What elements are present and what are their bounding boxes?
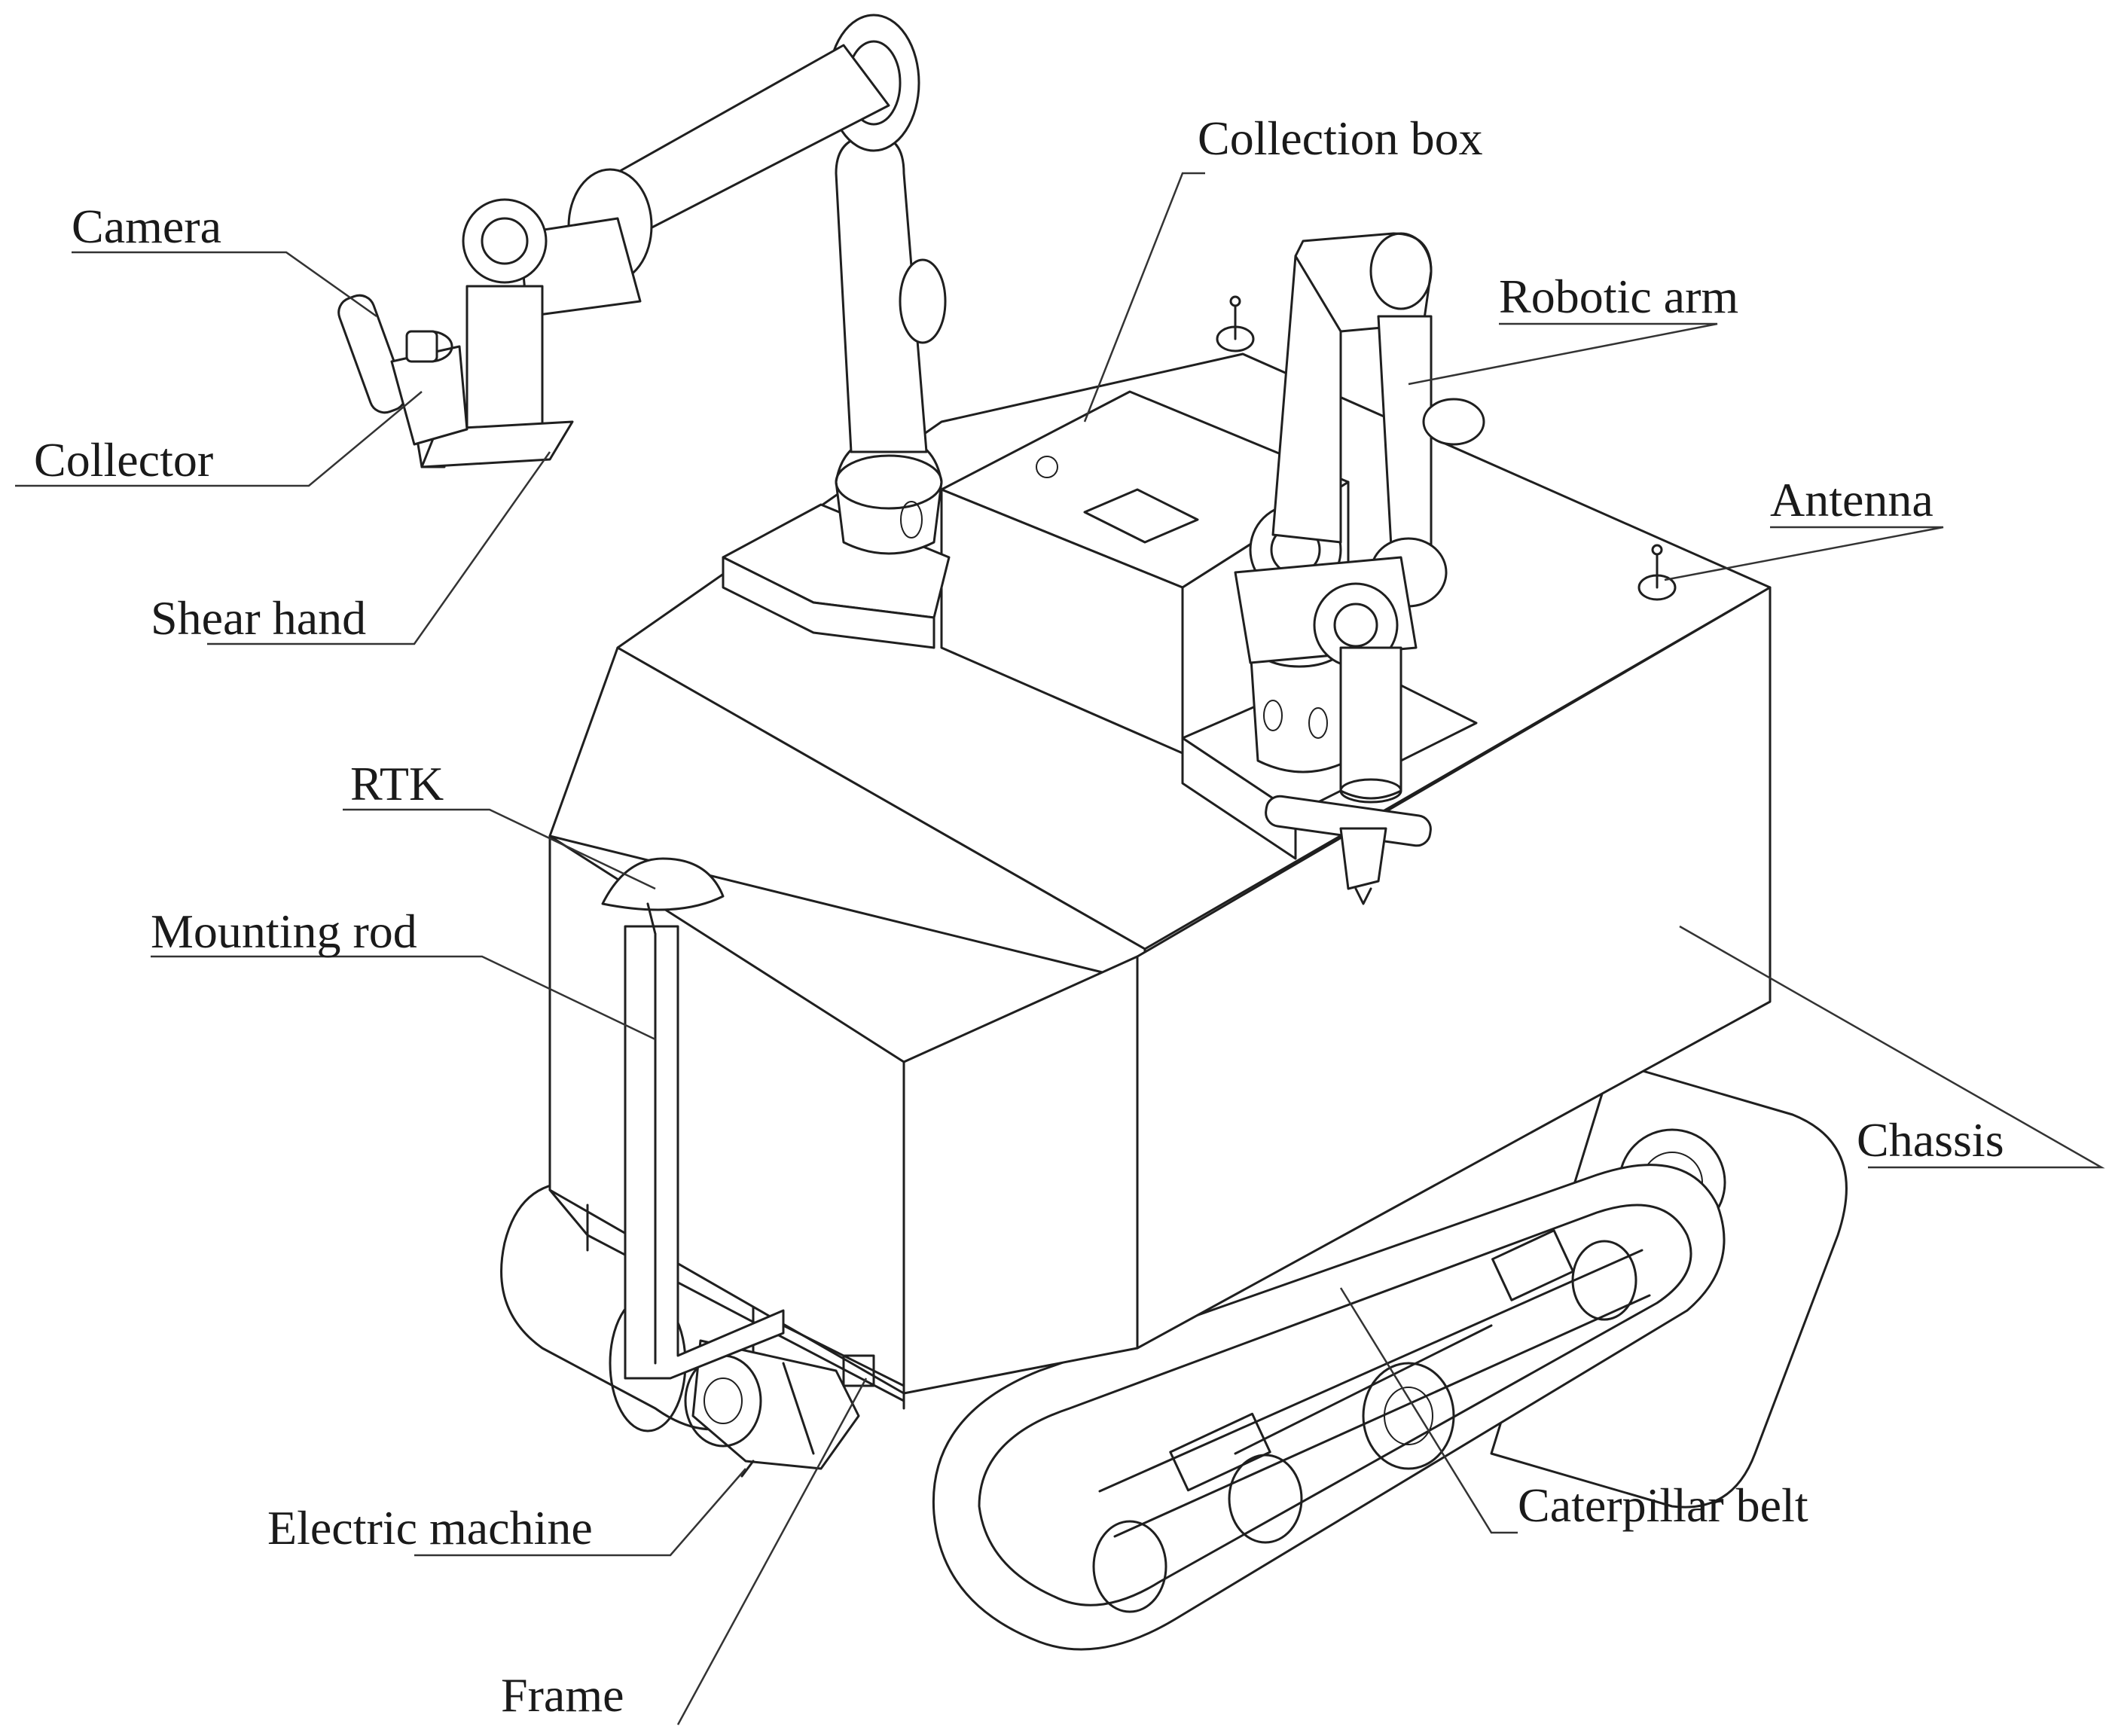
robotic-arm-left: [420, 14, 947, 555]
camera: [337, 294, 407, 414]
label-robotic-arm: Robotic arm: [1499, 270, 1738, 323]
label-camera: Camera: [72, 200, 221, 253]
electric-machine: [684, 1339, 860, 1478]
label-collector: Collector: [34, 433, 213, 487]
leader-lines: [15, 172, 2105, 1725]
antenna: [1216, 295, 1677, 601]
frame: [782, 1324, 905, 1410]
label-shear-hand: Shear hand: [151, 591, 366, 645]
label-antenna: Antenna: [1770, 473, 1933, 526]
arm-base-left: [722, 503, 951, 649]
caterpillar-belt: [932, 1164, 1726, 1651]
rtk: [601, 857, 725, 935]
label-frame: Frame: [501, 1668, 624, 1722]
label-rtk: RTK: [350, 757, 444, 810]
robotic-arm: [1234, 232, 1448, 905]
label-mounting-rod: Mounting rod: [151, 905, 417, 958]
mounting-rod: [624, 925, 785, 1380]
label-electric-machine: Electric machine: [267, 1501, 593, 1554]
collector: [390, 330, 468, 468]
labels: Camera Collector Shear hand Collection b…: [34, 111, 2004, 1722]
label-caterpillar-belt: Caterpillar belt: [1518, 1478, 1808, 1532]
label-collection-box: Collection box: [1198, 111, 1483, 165]
label-chassis: Chassis: [1857, 1113, 2004, 1167]
